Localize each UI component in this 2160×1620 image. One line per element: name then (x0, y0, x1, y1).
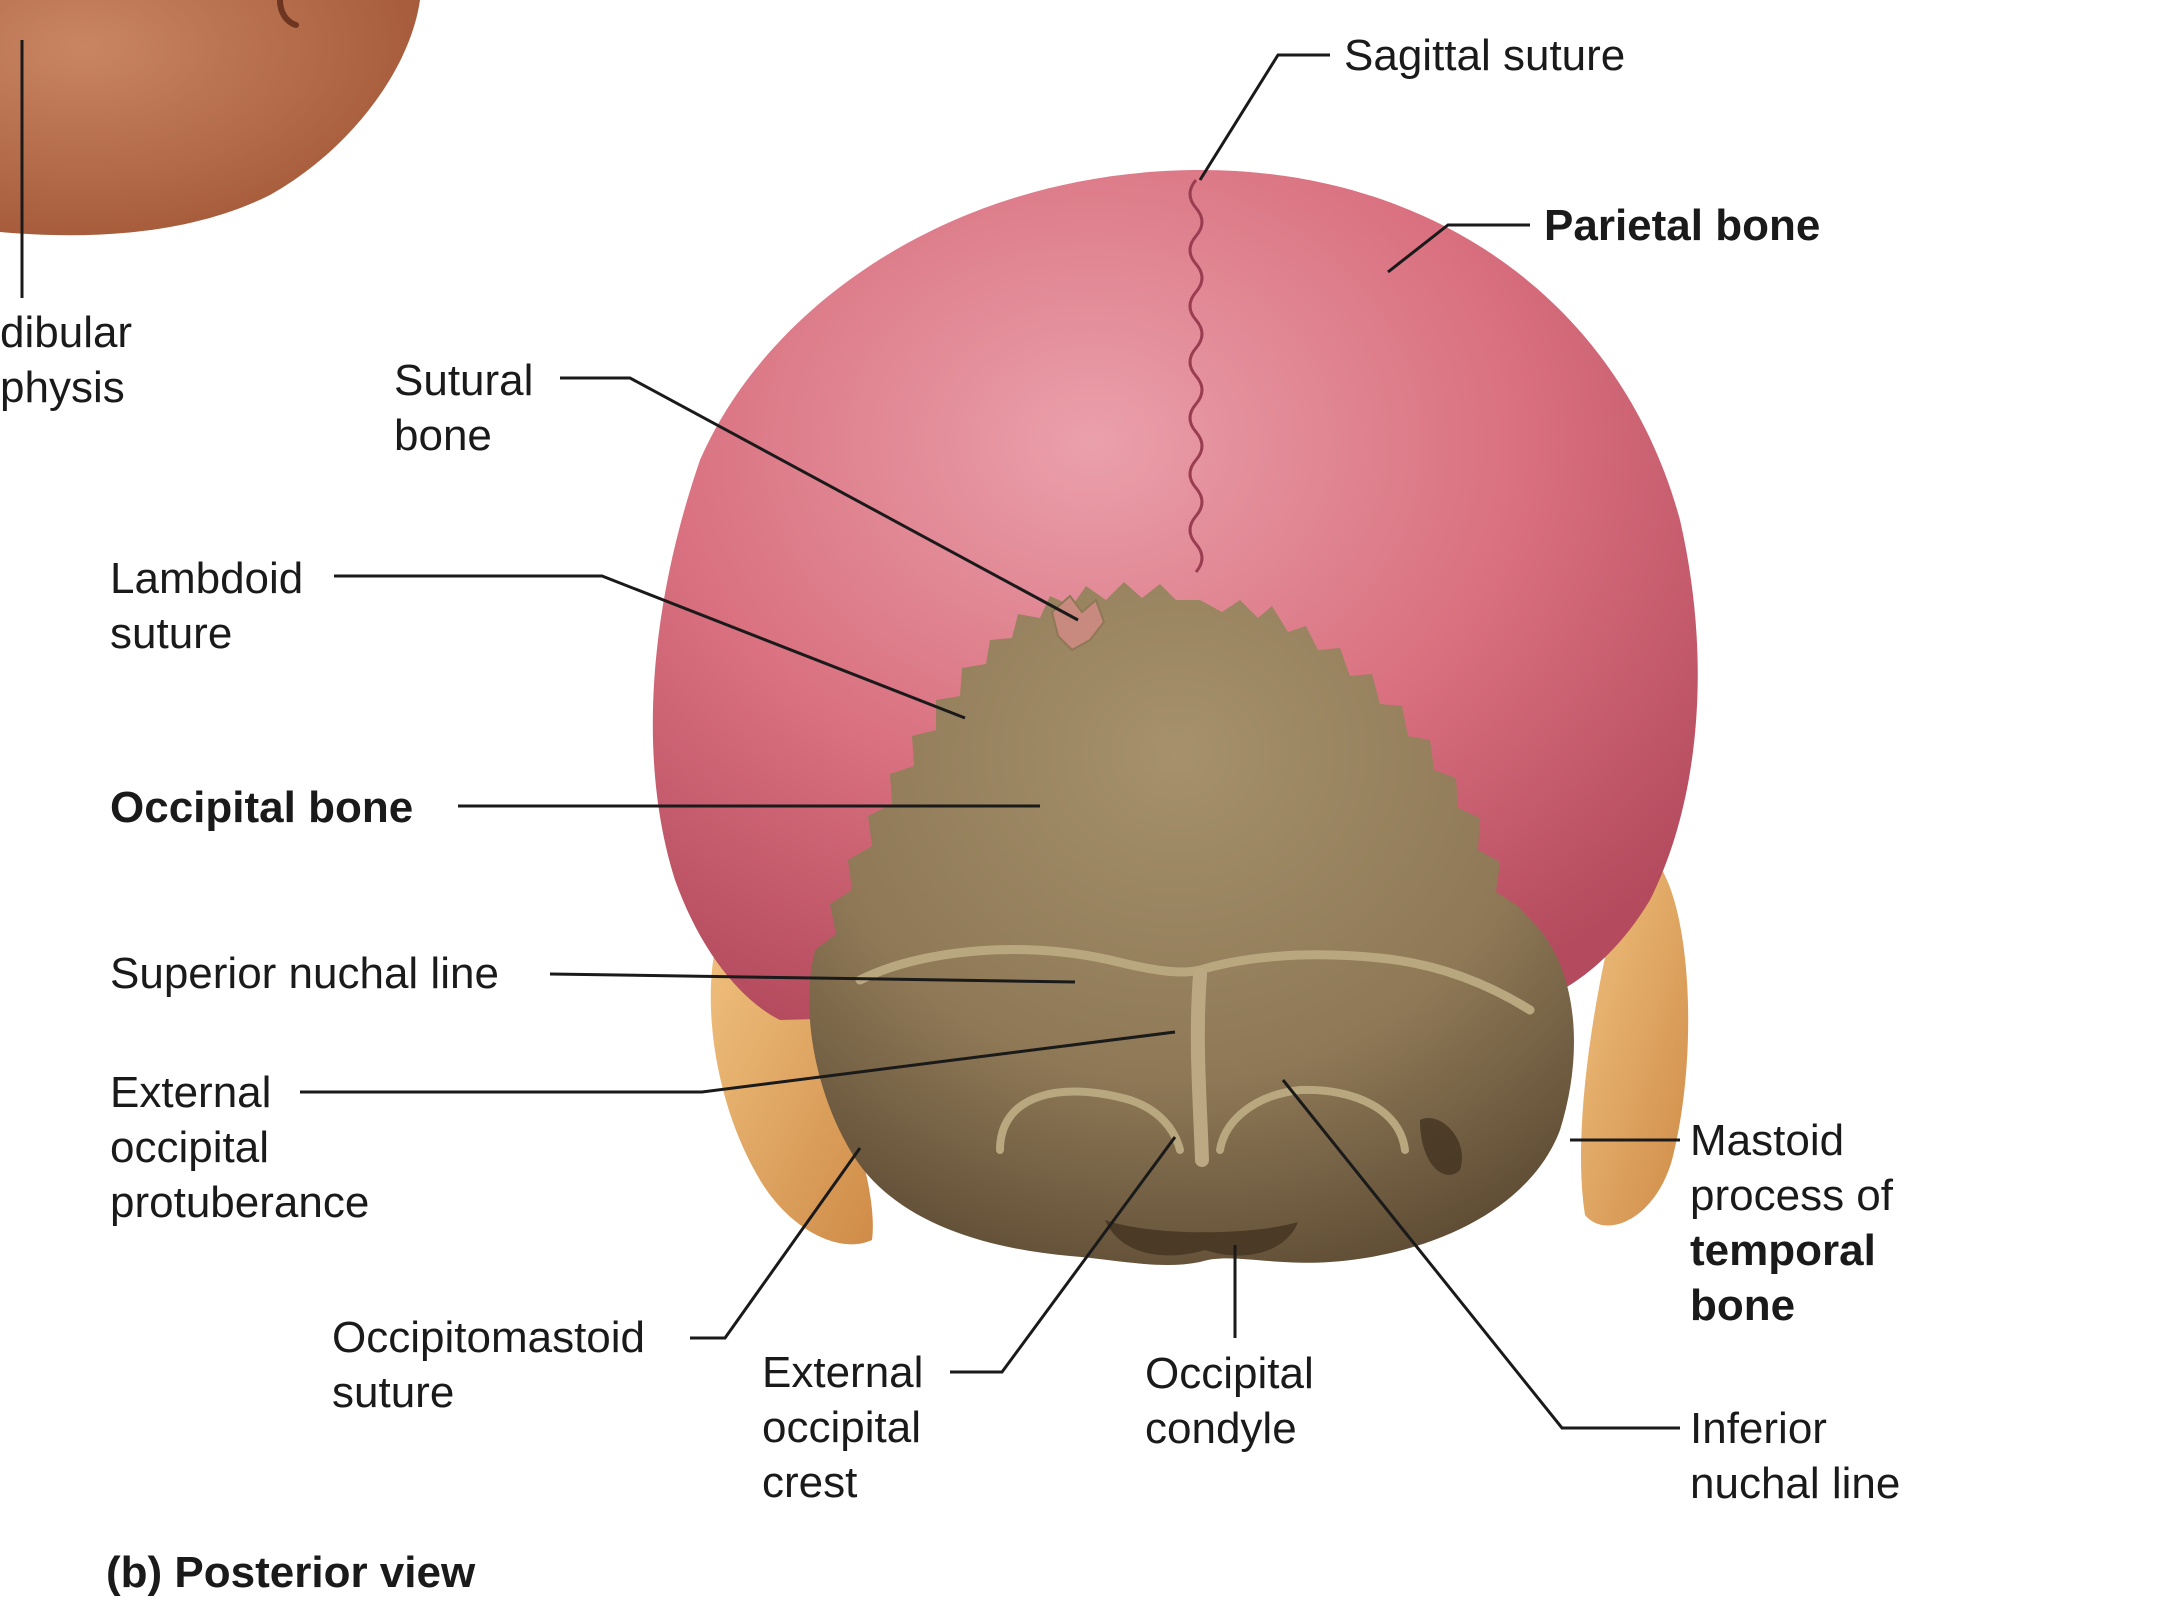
figure-caption: (b) Posterior view (106, 1548, 476, 1597)
label-mastoid-process: Mastoid process of temporal bone (1690, 1116, 1893, 1330)
label-superior-nuchal-line: Superior nuchal line (110, 949, 499, 998)
label-inferior-nuchal-line: Inferior nuchal line (1690, 1404, 1901, 1508)
sutural-bone-shape (1050, 594, 1106, 652)
leader-parietal-bone (1387, 223, 1530, 274)
label-mandibular-symphysis: dibular physis (0, 308, 133, 412)
label-sagittal-suture: Sagittal suture (1344, 31, 1626, 80)
label-parietal-bone: Parietal bone (1544, 201, 1821, 250)
leader-external-occipital-protuberance (300, 1030, 1176, 1094)
label-occipital-bone: Occipital bone (110, 783, 414, 832)
leader-inferior-nuchal-line (1281, 1079, 1680, 1430)
leader-lambdoid-suture (334, 574, 966, 720)
leader-sutural-bone (560, 376, 1079, 622)
mandible-fragment (0, 0, 420, 236)
temporal-bone-left (710, 925, 873, 1245)
inferior-nuchal-line-shape (996, 1085, 1409, 1154)
label-occipitomastoid-suture: Occipitomastoid suture (332, 1313, 646, 1417)
external-occipital-crest-shape (1190, 968, 1209, 1167)
leader-superior-nuchal-line (549, 972, 1076, 984)
label-lambdoid-suture: Lambdoid suture (110, 554, 304, 658)
label-sutural-bone: Sutural bone (394, 356, 534, 460)
label-external-occipital-protuberance: External occipital protuberance (110, 1068, 370, 1227)
occipital-condyle-shape (1105, 1220, 1298, 1256)
occipital-depression-shadow (1420, 1118, 1462, 1175)
leader-occipitomastoid-suture (690, 1147, 862, 1340)
mandible-ridge (277, 0, 299, 28)
leader-lines (20, 40, 1680, 1430)
sagittal-suture-line (1188, 179, 1204, 573)
leader-sagittal-suture (1198, 53, 1330, 181)
label-external-occipital-crest: External occipital crest (762, 1348, 924, 1507)
leader-external-occipital-crest (950, 1136, 1177, 1374)
label-occipital-condyle: Occipital condyle (1145, 1349, 1314, 1453)
occipital-bone-shape (809, 582, 1574, 1266)
